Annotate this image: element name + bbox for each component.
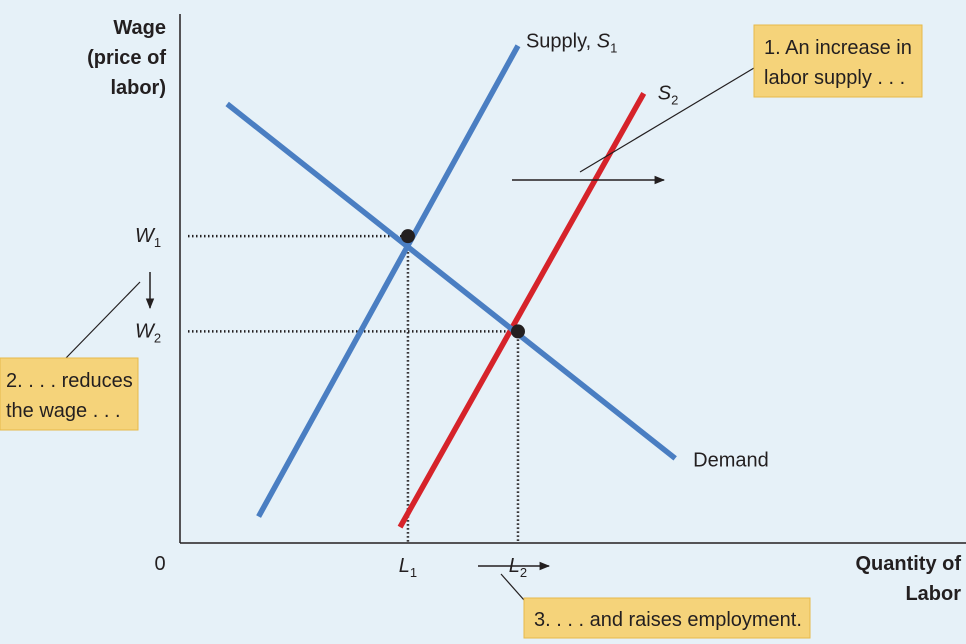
- callout-box-wage: [0, 357, 139, 431]
- callout-box-employment: [523, 597, 811, 639]
- x-tick-label-1: L1: [399, 555, 417, 580]
- series-line-3: [225, 101, 677, 461]
- series-label-1: Supply, S1: [526, 31, 617, 56]
- leader-line-3: [500, 573, 525, 601]
- series-label-2: S2: [658, 82, 679, 107]
- equilibrium-point-1: [400, 229, 415, 244]
- origin-label: 0: [154, 553, 165, 575]
- callout-text-employment: 3. . . . and raises employment.: [534, 609, 802, 631]
- y-tick-label-2: W2: [135, 320, 161, 345]
- y-tick-label-1: W1: [135, 225, 161, 250]
- callout-box-supply: [753, 24, 923, 98]
- x-tick-label-2: L2: [509, 555, 527, 580]
- series-label-3: Demand: [693, 449, 769, 471]
- curves: [225, 44, 677, 529]
- leader-line-1: [579, 67, 755, 173]
- guide-lines: [188, 234, 520, 543]
- equilibrium-points: [400, 229, 525, 339]
- axes: [179, 14, 966, 544]
- equilibrium-point-2: [510, 324, 525, 339]
- leader-line-2: [65, 281, 141, 359]
- series-line-1: [256, 44, 521, 518]
- series-line-2: [397, 92, 647, 529]
